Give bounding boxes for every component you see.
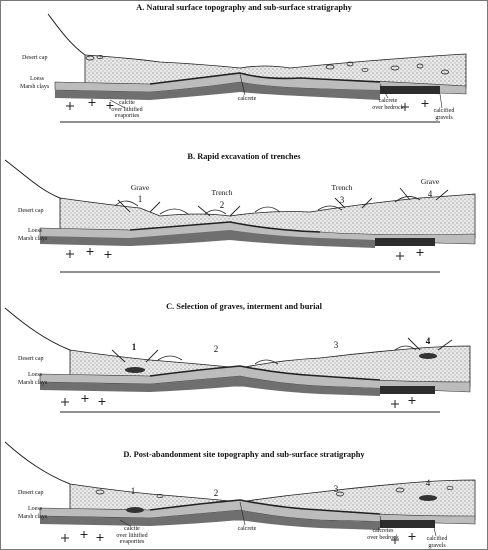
surface-pebbles <box>95 485 454 499</box>
bedrock-marks <box>66 99 429 111</box>
panel-b-title: B. Rapid excavation of trenches <box>187 152 301 161</box>
panel-a: A. Natural surface topography and sub-su… <box>0 0 488 137</box>
calcified-gravels-block <box>375 238 435 246</box>
annotation-calcified-gravels: calcified gravels <box>426 536 448 549</box>
annotation-calcrete: calcrete <box>237 96 257 102</box>
bedrock-marks <box>66 248 424 260</box>
panel-c-title: C. Selection of graves, interment and bu… <box>166 302 322 311</box>
panel-a-title: A. Natural surface topography and sub-su… <box>136 3 352 12</box>
annotation-calcretes-bedrock: calcretes over bedrock <box>367 528 399 541</box>
annotation-leaders <box>109 73 443 109</box>
surface-pebbles <box>85 55 449 75</box>
calcrete-line <box>149 72 381 85</box>
buried-grave-4 <box>419 495 437 501</box>
calcified-gravels-block <box>380 386 435 394</box>
grave-number-4: 4 <box>425 336 431 346</box>
buried-grave-1 <box>126 507 144 513</box>
annotation-calcrete: calcrete <box>237 526 257 532</box>
feature-number-2: 2 <box>219 200 225 210</box>
annotation-calcite: calcite over lithified evaporites <box>111 100 143 119</box>
layer-label-desert-cap: Desert cap <box>18 208 44 214</box>
annotation-calcrete-bedrock: calcrete over bedrock <box>372 98 404 111</box>
panel-d: D. Post-abandonment site topography and … <box>0 412 488 549</box>
spoil-heaps <box>157 345 417 365</box>
site-number-3: 3 <box>333 484 339 494</box>
annotation-calcite: calcite over lithified evaporites <box>116 526 148 545</box>
layer-label-marsh-clays: Marsh clays <box>18 380 48 386</box>
layer-label-desert-cap: Desert cap <box>18 490 44 496</box>
bedrock-marks <box>61 395 416 408</box>
layer-label-loess: Loess <box>28 372 42 378</box>
grave-number-3: 3 <box>333 340 339 350</box>
layer-label-loess: Loess <box>30 76 44 82</box>
layer-label-desert-cap: Desert cap <box>22 55 48 61</box>
marsh-clay-layer <box>55 82 380 100</box>
panel-c: C. Selection of graves, interment and bu… <box>0 300 488 437</box>
site-number-4: 4 <box>425 478 431 488</box>
bedrock-marks <box>61 531 416 544</box>
layer-label-marsh-clays: Marsh clays <box>20 84 50 90</box>
spoil-heaps <box>114 196 421 215</box>
grave-number-1: 1 <box>131 342 137 352</box>
calcrete-line <box>149 499 381 515</box>
panel-b-cross-section <box>4 159 476 273</box>
annotation-leaders <box>119 501 437 537</box>
calcrete-line <box>129 221 321 233</box>
interment-arrows <box>111 337 453 363</box>
calcified-gravels-block <box>380 86 440 94</box>
panel-b: B. Rapid excavation of trenches Desert c… <box>0 150 488 287</box>
panel-d-title: D. Post-abandonment site topography and … <box>123 450 365 459</box>
hillslope-line <box>4 159 61 199</box>
feature-label-grave-4: Grave <box>420 177 440 186</box>
layer-label-marsh-clays: Marsh clays <box>18 514 48 520</box>
burial-4 <box>419 353 437 359</box>
grave-number-2: 2 <box>213 344 219 354</box>
burial-1 <box>125 367 145 373</box>
feature-number-3: 3 <box>339 195 345 205</box>
hillslope-line <box>4 307 71 351</box>
layer-label-desert-cap: Desert cap <box>18 356 44 362</box>
calcrete-line <box>149 365 381 381</box>
marsh-clay-layer <box>40 230 375 248</box>
calcified-gravels-block <box>380 520 435 528</box>
feature-label-grave-1: Grave <box>130 183 150 192</box>
feature-number-1: 1 <box>137 194 143 204</box>
layer-label-loess: Loess <box>28 506 42 512</box>
excavation-arrows <box>117 187 449 217</box>
feature-label-trench-2: Trench <box>211 188 233 197</box>
hillslope-line <box>4 441 71 485</box>
panel-d-cross-section <box>4 441 476 544</box>
layer-label-marsh-clays: Marsh clays <box>18 236 48 242</box>
marsh-clay-layer <box>40 376 380 396</box>
site-number-2: 2 <box>213 488 219 498</box>
site-number-1: 1 <box>130 486 136 496</box>
marsh-clay-layer <box>40 510 380 530</box>
hillslope-line <box>47 13 86 56</box>
annotation-calcified-gravels: calcified gravels <box>433 108 455 121</box>
layer-label-loess: Loess <box>28 228 42 234</box>
feature-label-trench-3: Trench <box>331 183 353 192</box>
feature-number-4: 4 <box>427 189 433 199</box>
panel-a-cross-section <box>47 13 467 123</box>
panel-c-cross-section <box>4 307 471 413</box>
